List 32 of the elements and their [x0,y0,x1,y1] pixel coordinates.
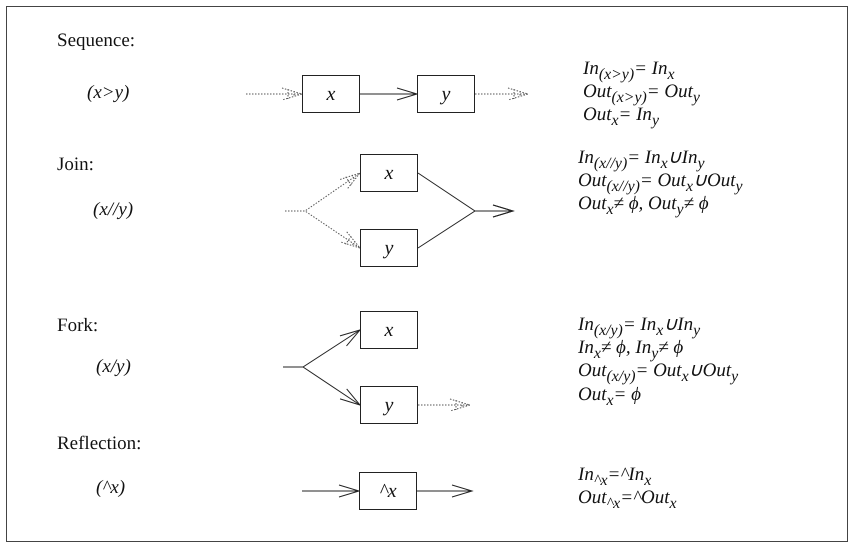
process-box: y [360,386,418,424]
equation: Out$_{x}$= ϕ [578,384,641,411]
equation: Out$_{(x/y)}$= Out$_{x}$∪Out$_{y}$ [578,360,738,386]
formula-label: (x>y) [87,82,130,104]
formula-label: (^x) [96,477,126,499]
process-box: ^x [359,472,417,510]
arrow [416,484,472,498]
equation: In$_{^x}$=^In$_{x}$ [578,464,652,490]
arrow [302,484,360,498]
arrow [282,366,360,406]
equation: Out$_{(x//y)}$= Out$_{x}$∪Out$_{y}$ [578,170,743,196]
process-box: x [302,75,360,113]
process-box: x [360,154,418,192]
equation: Out$_{(x>y)}$= Out$_{y}$ [583,81,700,107]
arrow [360,88,418,100]
process-box: y [417,75,475,113]
equation: Out$_{x}$= In$_{y}$ [583,104,659,131]
section-heading: Reflection: [57,433,142,455]
equation: In$_{(x//y)}$= In$_{x}$∪In$_{y}$ [578,147,705,173]
arrow [418,204,514,248]
equation: In$_{(x/y)}$= In$_{x}$∪In$_{y}$ [578,314,700,340]
equation: Out$_{^x}$=^Out$_{x}$ [578,487,677,514]
process-box: y [360,229,418,267]
section-heading: Sequence: [57,30,136,52]
formula-label: (x/y) [96,356,131,378]
equation: In$_{x}$≠ ϕ, In$_{y}$≠ ϕ [578,337,684,363]
process-box: x [360,311,418,349]
formula-label: (x//y) [93,199,134,221]
section-heading: Fork: [57,315,98,337]
equation: Out$_{x}$≠ ϕ, Out$_{y}$≠ ϕ [578,193,709,220]
section-heading: Join: [57,154,94,176]
equation: In$_{(x>y)}$= In$_{x}$ [583,58,675,84]
